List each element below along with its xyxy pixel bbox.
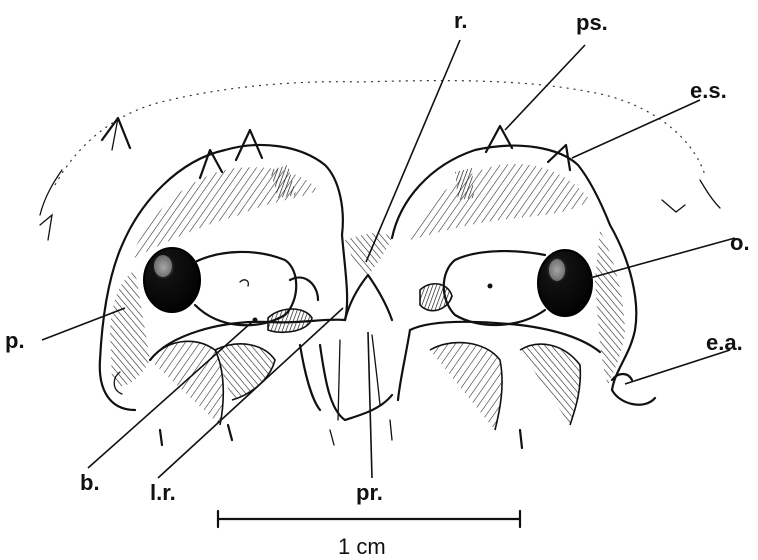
label-es: e.s. xyxy=(690,78,727,103)
label-ea: e.a. xyxy=(706,330,743,355)
scale-bar-label: 1 cm xyxy=(338,534,386,559)
label-pr: pr. xyxy=(356,480,383,505)
leader-lines xyxy=(42,40,735,478)
right-orbit-region xyxy=(392,126,655,448)
leader-ea xyxy=(625,350,730,384)
left-orbit-region xyxy=(100,130,347,445)
label-ps: ps. xyxy=(576,10,608,35)
label-p: p. xyxy=(5,328,25,353)
carapace-outline xyxy=(40,81,720,240)
leader-pr xyxy=(368,332,372,478)
rostrum-region xyxy=(300,233,410,445)
label-o: o. xyxy=(730,230,750,255)
label-lr: l.r. xyxy=(150,480,176,505)
label-b: b. xyxy=(80,470,100,495)
leader-o xyxy=(590,238,735,278)
leader-es xyxy=(572,100,700,158)
label-r: r. xyxy=(454,8,467,33)
leader-ps xyxy=(505,45,585,130)
scale-bar: 1 cm xyxy=(218,511,520,559)
